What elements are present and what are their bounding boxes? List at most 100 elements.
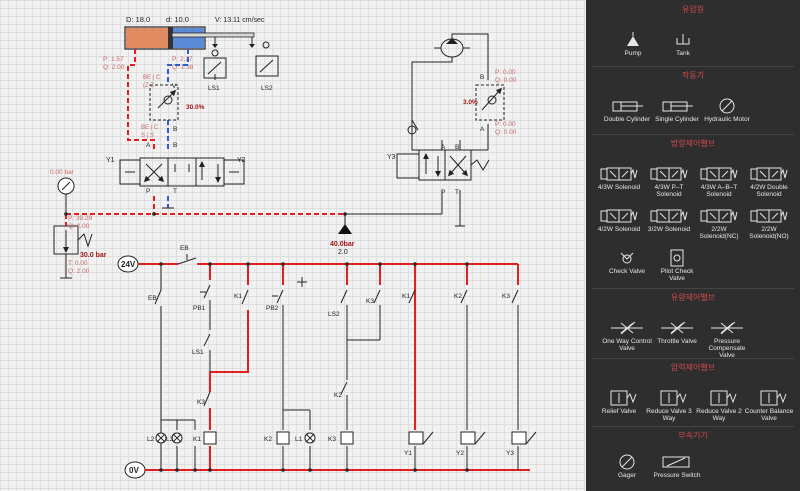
- ls1-label: LS1: [208, 85, 220, 92]
- palette-item-pressure-switch[interactable]: Pressure Switch: [652, 452, 702, 479]
- l3-label: L3: [166, 436, 174, 443]
- palette-item-valve-43abt[interactable]: 4/3W A–B–T Solenoid: [694, 164, 744, 198]
- throttle-top-info-2: (Z Z: [143, 83, 154, 89]
- palette-item-tank[interactable]: Tank: [658, 30, 708, 57]
- palette-item-single-cylinder[interactable]: Single Cylinder: [652, 96, 702, 123]
- one-way-flow-control-valve[interactable]: [149, 84, 179, 121]
- cyl-right-pressure: P: 2.27: [172, 56, 193, 63]
- cylinder-diameter: D: 18.0: [126, 15, 150, 24]
- palette-item-one-way-control-valve[interactable]: One Way Control Valve: [602, 318, 652, 352]
- solenoid-y2-label: Y2: [237, 157, 246, 164]
- palette-item-valve-42[interactable]: 4/2W Solenoid: [594, 206, 644, 233]
- check-valve[interactable]: [407, 125, 417, 135]
- cylinder-velocity: V: 13.11 cm/sec: [215, 17, 265, 24]
- palette-item-reduce-valve-3way[interactable]: Reduce Valve 3 Way: [644, 388, 694, 422]
- palette-item-check-valve[interactable]: Check Valve: [602, 248, 652, 275]
- palette-section-title: 유량제어밸브: [670, 293, 716, 302]
- palette-item-label: Pressure Compensate Valve: [708, 338, 746, 359]
- palette-section-title: 작동기: [681, 71, 705, 80]
- palette-section-title: 압력제어밸브: [670, 363, 716, 372]
- solenoid-coil-y2[interactable]: [460, 431, 486, 445]
- palette-item-valve-32[interactable]: 3/2W Solenoid: [644, 206, 694, 233]
- valve-22nc-icon: [700, 209, 738, 223]
- palette-item-gauge[interactable]: Gager: [602, 452, 652, 479]
- palette-item-relief-valve[interactable]: Relief Valve: [594, 388, 644, 415]
- pump-flow: 2.0: [338, 249, 348, 256]
- palette-item-valve-22no[interactable]: 2/2W Solenoid(NO): [744, 206, 794, 240]
- palette-item-label: 4/3W Solenoid: [597, 184, 641, 191]
- limit-switch-ls1[interactable]: [203, 49, 227, 80]
- supply-24v-label: 24V: [121, 260, 136, 269]
- solenoid-coil-y3[interactable]: [511, 431, 537, 445]
- solenoid-coil-y1[interactable]: [408, 431, 434, 445]
- palette-item-reduce-valve-2way[interactable]: Reduce Valve 2 Way: [694, 388, 744, 422]
- directional-valve-right[interactable]: [396, 149, 490, 181]
- double-cylinder[interactable]: [124, 26, 255, 50]
- flow-control-valve-right[interactable]: [475, 84, 505, 121]
- eb-switch[interactable]: [177, 254, 197, 265]
- palette-item-counter-balance-valve[interactable]: Counter Balance Valve: [744, 388, 794, 422]
- k3-contact-b-label: K3: [366, 298, 374, 305]
- directional-valve-43[interactable]: [119, 157, 245, 187]
- k1-contact-b[interactable]: [408, 289, 416, 304]
- reduce-valve-3way-icon: [660, 390, 687, 406]
- eb-left-label: EB: [148, 295, 157, 302]
- reduce-valve-2way-icon: [710, 390, 737, 406]
- palette-item-valve-43pt[interactable]: 4/3W P–T Solenoid: [644, 164, 694, 198]
- single-cylinder-icon: [662, 101, 693, 112]
- cyl-left-pressure: P: 1.57: [103, 56, 124, 63]
- eb-contact[interactable]: [154, 289, 162, 305]
- cursor-crosshair: [297, 277, 307, 287]
- palette-divider: [592, 288, 794, 289]
- palette-item-label: Gager: [617, 472, 637, 479]
- palette-item-pressure-compensate-valve[interactable]: Pressure Compensate Valve: [702, 318, 752, 359]
- valve-42d-icon: [750, 167, 788, 181]
- k3-contact-b[interactable]: [373, 289, 381, 304]
- palette-section-title: 유압원: [681, 5, 705, 14]
- pump[interactable]: [338, 214, 352, 234]
- ls2-contact[interactable]: [340, 289, 348, 304]
- y3-coil-label: Y3: [506, 450, 514, 457]
- valve-22no-icon: [750, 209, 788, 223]
- k2-contact-b[interactable]: [460, 289, 468, 304]
- palette-item-label: 2/2W Solenoid(NO): [749, 226, 789, 240]
- k2-coil-label: K2: [264, 436, 272, 443]
- relay-coil-k1[interactable]: [203, 431, 217, 445]
- relief-valve[interactable]: [53, 225, 93, 279]
- palette-item-valve-43[interactable]: 4/3W Solenoid: [594, 164, 644, 191]
- throttle-percentage: 30.0%: [186, 104, 205, 111]
- palette-item-hydraulic-motor[interactable]: Hydraulic Motor: [702, 96, 752, 123]
- limit-switch-ls2[interactable]: [255, 41, 279, 77]
- hydraulic-motor[interactable]: [434, 38, 470, 58]
- solenoid-y1-label: Y1: [106, 157, 115, 164]
- throttle-top-info: BE | C: [143, 75, 161, 81]
- supply-0v-label: 0V: [129, 466, 139, 475]
- relay-coil-k3[interactable]: [340, 431, 354, 445]
- pb1-switch[interactable]: [200, 284, 211, 299]
- valve-right-port-b: B: [455, 144, 459, 151]
- palette-item-double-cylinder[interactable]: Double Cylinder: [602, 96, 652, 123]
- pressure-gauge[interactable]: [57, 177, 75, 214]
- palette-item-valve-22nc[interactable]: 2/2W Solenoid(NC): [694, 206, 744, 240]
- palette-item-label: 4/2W Solenoid: [597, 226, 641, 233]
- ls1-contact[interactable]: [203, 333, 211, 347]
- k2-contact-label: K2: [334, 392, 342, 399]
- y1-coil-label: Y1: [404, 450, 412, 457]
- relay-coil-k2[interactable]: [276, 431, 290, 445]
- y2-coil-label: Y2: [456, 450, 464, 457]
- k3-contact-a[interactable]: [203, 391, 211, 407]
- palette-item-label: Pump: [624, 50, 642, 57]
- k2-contact[interactable]: [340, 381, 348, 395]
- palette-item-valve-42d[interactable]: 4/2W Double Solenoid: [744, 164, 794, 198]
- k3-contact-c[interactable]: [511, 289, 519, 304]
- circuit-canvas[interactable]: D: 18.0 d: 10.0 V: 13.11 cm/sec LS1 LS2 …: [0, 0, 586, 491]
- motor-top-flow: Q: 0.00: [495, 77, 517, 84]
- palette-item-throttle-valve[interactable]: Throttle Valve: [652, 318, 702, 345]
- palette-item-pump[interactable]: Pump: [608, 30, 658, 57]
- k1-contact-a[interactable]: [241, 289, 249, 305]
- palette-item-pilot-check-valve[interactable]: Pilot Check Valve: [652, 248, 702, 282]
- pb2-switch[interactable]: [272, 289, 284, 304]
- cylinder-rod-diameter: d: 10.0: [166, 15, 189, 24]
- l1-label: L1: [295, 436, 303, 443]
- valve-32-icon: [650, 209, 688, 223]
